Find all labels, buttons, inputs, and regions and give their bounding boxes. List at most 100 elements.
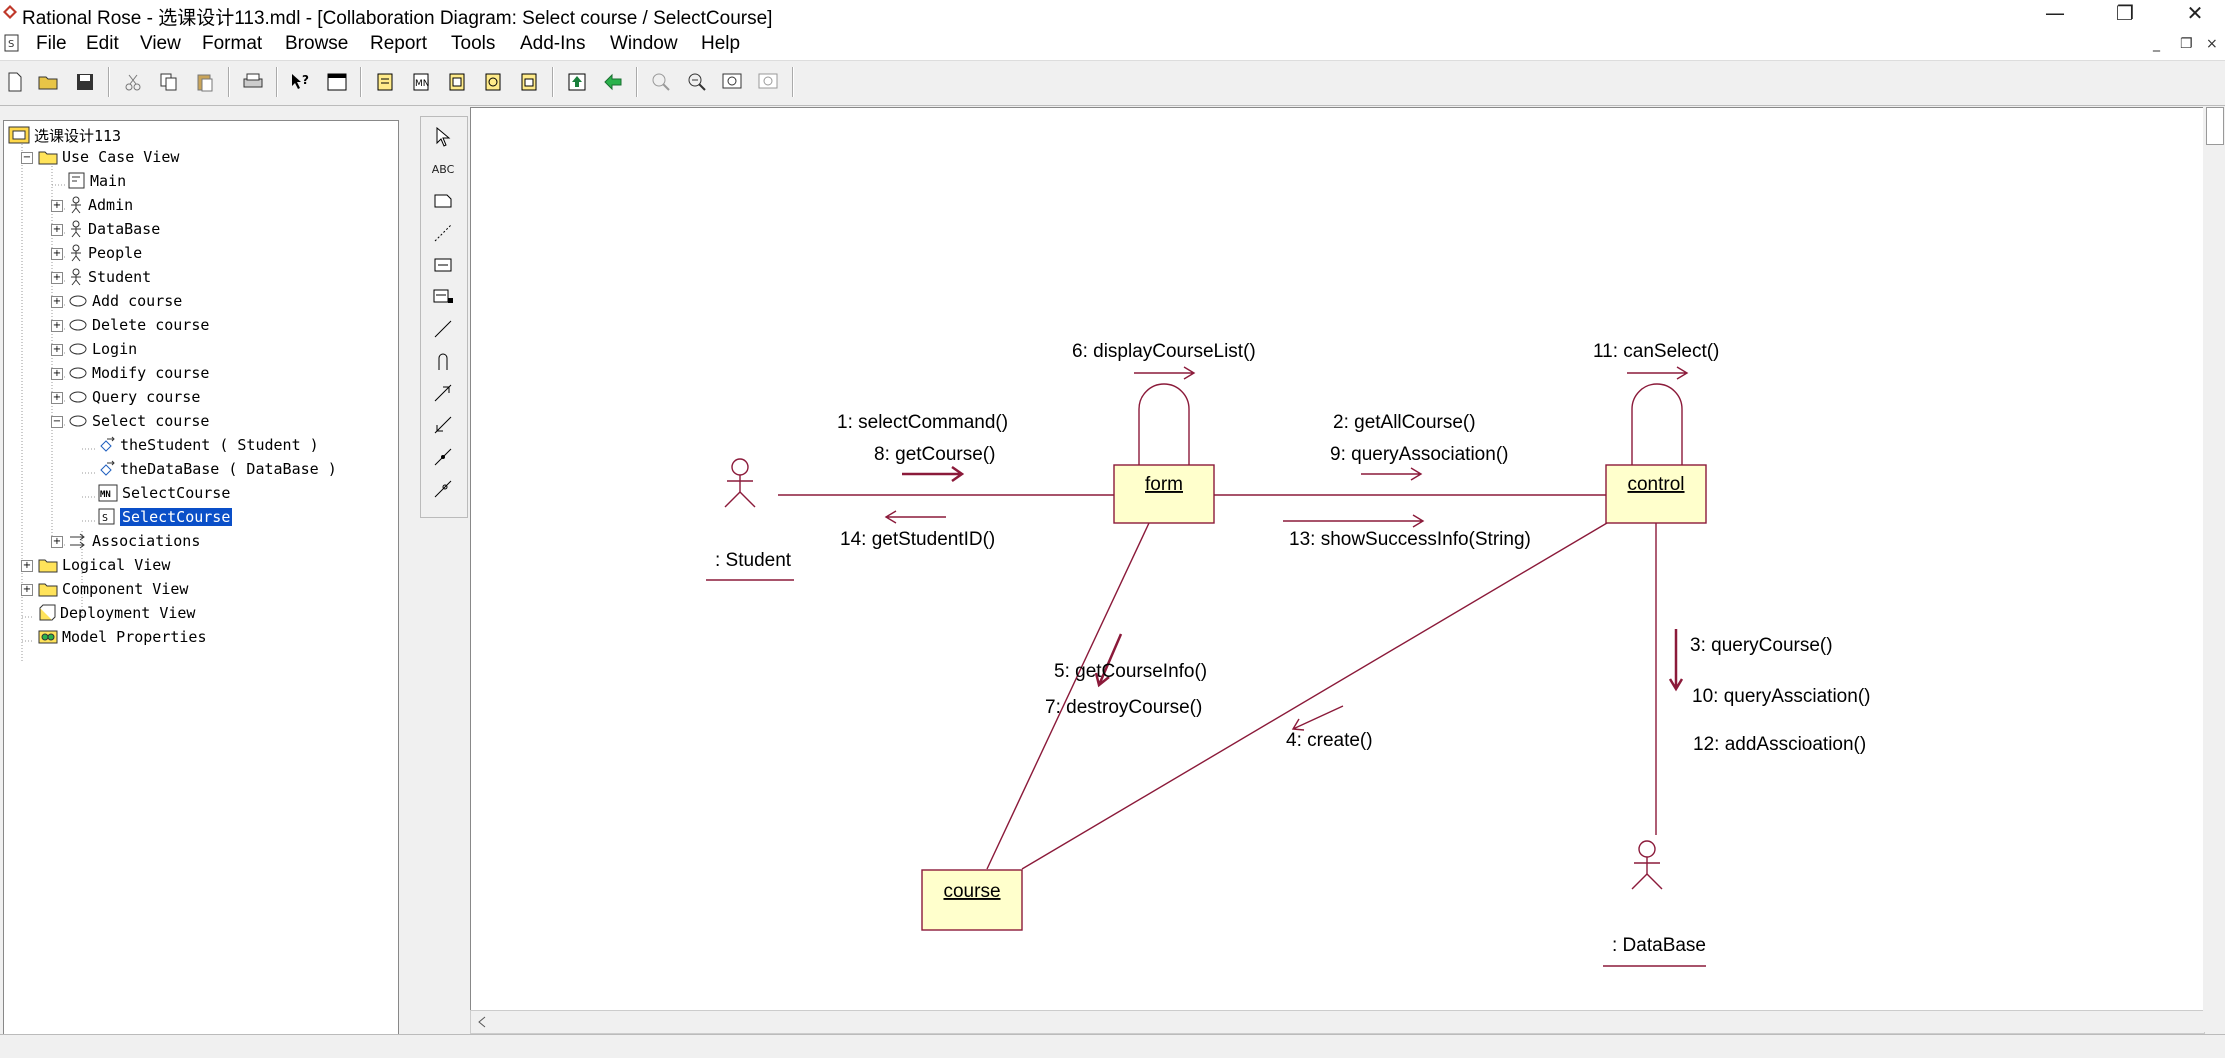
tree-expander[interactable]: + xyxy=(51,224,63,236)
menu-add-ins[interactable]: Add-Ins xyxy=(520,33,586,54)
tree-item[interactable]: Component View xyxy=(38,578,188,600)
tree-item[interactable]: Main xyxy=(68,170,126,192)
diagram-canvas[interactable]: form control course : Student : DataBase… xyxy=(470,107,2205,1012)
undo-fit-in-window-icon[interactable] xyxy=(756,69,782,95)
zoom-in-icon[interactable] xyxy=(648,69,674,95)
tree-expander[interactable]: − xyxy=(21,152,33,164)
tree-expander[interactable]: − xyxy=(51,416,63,428)
tree-item[interactable]: Deployment View xyxy=(38,602,195,624)
object-tool-icon[interactable] xyxy=(427,251,459,279)
tree-item[interactable]: Login xyxy=(68,338,137,360)
message-5-label[interactable]: 5: getCourseInfo() xyxy=(1054,661,1207,682)
tree-item[interactable]: Student xyxy=(68,266,151,288)
browse-deployment-diagram-icon[interactable] xyxy=(516,69,542,95)
anchor-note-tool-icon[interactable] xyxy=(427,219,459,247)
menu-format[interactable]: Format xyxy=(202,33,263,54)
browse-previous-diagram-icon[interactable] xyxy=(600,69,626,95)
save-icon[interactable] xyxy=(72,69,98,95)
minimize-button[interactable]: — xyxy=(2045,1,2065,25)
data-token-tool-icon[interactable] xyxy=(427,443,459,471)
object-form-box[interactable] xyxy=(1113,464,1215,524)
copy-icon[interactable] xyxy=(156,69,182,95)
note-tool-icon[interactable] xyxy=(427,187,459,215)
message-1-label[interactable]: 1: selectCommand() xyxy=(837,412,1008,433)
mdi-minimize-button[interactable]: _ xyxy=(2153,36,2160,52)
menu-edit[interactable]: Edit xyxy=(86,33,119,54)
horizontal-scrollbar[interactable] xyxy=(470,1010,2205,1034)
selection-tool-icon[interactable] xyxy=(427,123,459,151)
menu-help[interactable]: Help xyxy=(701,33,741,54)
link-form-course[interactable] xyxy=(986,522,1150,870)
message-11-label[interactable]: 11: canSelect() xyxy=(1593,341,1719,362)
actor-student-figure[interactable] xyxy=(724,458,756,508)
tree-item[interactable]: theStudent ( Student ) xyxy=(98,434,319,456)
menu-view[interactable]: View xyxy=(140,33,181,54)
restore-button[interactable]: ❐ xyxy=(2116,1,2134,25)
tree-expander[interactable]: + xyxy=(51,200,63,212)
tree-item[interactable]: Delete course xyxy=(68,314,209,336)
tree-item[interactable]: Query course xyxy=(68,386,200,408)
tree-expander[interactable]: + xyxy=(51,392,63,404)
vertical-scroll-thumb[interactable] xyxy=(2206,107,2224,145)
cut-icon[interactable] xyxy=(120,69,146,95)
message-12-label[interactable]: 12: addAsscioation() xyxy=(1693,734,1866,755)
message-7-label[interactable]: 7: destroyCourse() xyxy=(1045,697,1202,718)
open-icon[interactable] xyxy=(36,69,62,95)
tree-expander[interactable]: + xyxy=(51,344,63,356)
menu-report[interactable]: Report xyxy=(370,33,428,54)
close-button[interactable]: ✕ xyxy=(2186,1,2204,25)
tree-item[interactable]: Modify course xyxy=(68,362,209,384)
message-6-label[interactable]: 6: displayCourseList() xyxy=(1072,341,1256,362)
menu-tools[interactable]: Tools xyxy=(451,33,496,54)
tree-item[interactable]: Logical View xyxy=(38,554,170,576)
actor-database-figure[interactable] xyxy=(1631,840,1663,890)
mdi-restore-button[interactable]: ❐ xyxy=(2180,36,2193,52)
fit-in-window-icon[interactable] xyxy=(720,69,746,95)
new-icon[interactable] xyxy=(2,69,28,95)
object-link-tool-icon[interactable] xyxy=(427,315,459,343)
message-8-label[interactable]: 8: getCourse() xyxy=(874,444,995,465)
message-4-label[interactable]: 4: create() xyxy=(1286,730,1373,751)
tree-expander[interactable]: + xyxy=(51,320,63,332)
reverse-link-message-tool-icon[interactable] xyxy=(427,411,459,439)
documentation-window-icon[interactable] xyxy=(324,69,350,95)
tree-item[interactable]: Select course xyxy=(68,410,209,432)
self-link-control[interactable] xyxy=(1631,383,1683,465)
menu-browse[interactable]: Browse xyxy=(285,33,349,54)
object-control-box[interactable] xyxy=(1605,464,1707,524)
object-course-box[interactable] xyxy=(921,869,1023,931)
tree-expander[interactable]: + xyxy=(51,296,63,308)
tree-item[interactable]: Use Case View xyxy=(38,146,179,168)
tree-item[interactable]: DataBase xyxy=(68,218,160,240)
message-10-label[interactable]: 10: queryAssciation() xyxy=(1692,686,1870,707)
vertical-scrollbar[interactable] xyxy=(2203,107,2225,1032)
reverse-data-token-tool-icon[interactable] xyxy=(427,475,459,503)
menu-file[interactable]: File xyxy=(36,33,67,54)
link-control-course[interactable] xyxy=(1021,522,1608,870)
context-help-icon[interactable]: ? xyxy=(288,69,314,95)
self-link-form[interactable] xyxy=(1138,383,1190,465)
tree-expander[interactable]: + xyxy=(51,248,63,260)
browse-class-diagram-icon[interactable] xyxy=(372,69,398,95)
print-icon[interactable] xyxy=(240,69,266,95)
tree-expander[interactable]: + xyxy=(51,536,63,548)
message-14-label[interactable]: 14: getStudentID() xyxy=(840,529,995,550)
message-2-label[interactable]: 2: getAllCourse() xyxy=(1333,412,1476,433)
tree-item[interactable]: theDataBase ( DataBase ) xyxy=(98,458,337,480)
tree-expander[interactable]: + xyxy=(51,368,63,380)
tree-item[interactable]: Admin xyxy=(68,194,133,216)
tree-item[interactable]: Model Properties xyxy=(38,626,207,648)
message-13-label[interactable]: 13: showSuccessInfo(String) xyxy=(1289,529,1531,550)
browse-statechart-diagram-icon[interactable] xyxy=(480,69,506,95)
link-message-tool-icon[interactable] xyxy=(427,379,459,407)
tree-item[interactable]: Associations xyxy=(68,530,200,552)
text-box-tool[interactable]: ABC xyxy=(431,162,455,176)
browse-interaction-diagram-icon[interactable]: MN xyxy=(408,69,434,95)
tree-expander[interactable]: + xyxy=(21,584,33,596)
message-3-label[interactable]: 3: queryCourse() xyxy=(1690,635,1833,656)
browse-parent-icon[interactable] xyxy=(564,69,590,95)
message-9-label[interactable]: 9: queryAssociation() xyxy=(1330,444,1508,465)
link-to-self-tool-icon[interactable] xyxy=(427,347,459,375)
